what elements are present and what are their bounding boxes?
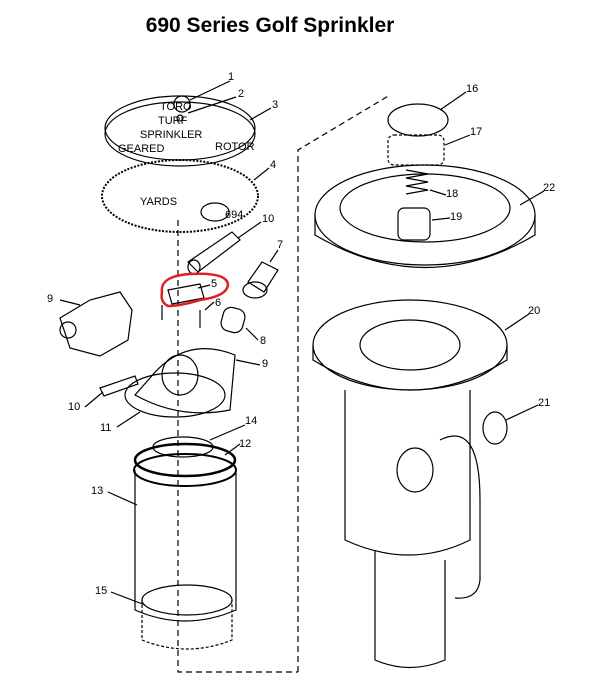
label-2: 2 bbox=[238, 88, 244, 100]
label-17: 17 bbox=[470, 126, 482, 138]
label-14: 14 bbox=[245, 415, 257, 427]
label-6: 6 bbox=[215, 297, 221, 309]
label-16: 16 bbox=[466, 83, 478, 95]
label-22: 22 bbox=[543, 182, 555, 194]
part-19-seal bbox=[397, 207, 431, 241]
label-4: 4 bbox=[270, 159, 276, 171]
diagram-title: 690 Series Golf Sprinkler bbox=[145, 14, 395, 37]
label-13: 13 bbox=[91, 485, 103, 497]
part-1-button bbox=[173, 95, 191, 113]
part-11-ring bbox=[124, 372, 226, 418]
label-7: 7 bbox=[277, 239, 283, 251]
disc-text-yards: YARDS bbox=[140, 196, 177, 208]
label-21: 21 bbox=[538, 397, 550, 409]
part-17-gear bbox=[387, 134, 445, 166]
dashed-guide-left bbox=[177, 220, 298, 673]
label-5: 5 bbox=[211, 278, 217, 290]
dashed-guide-right bbox=[297, 94, 391, 672]
disc-text-rotor: ROTOR bbox=[215, 141, 255, 153]
label-3: 3 bbox=[272, 99, 278, 111]
disc-text-sprinkler: SPRINKLER bbox=[140, 129, 202, 141]
label-10a: 10 bbox=[262, 213, 274, 225]
disc-text-694: 694 bbox=[225, 209, 243, 221]
disc-text-turf: TURF bbox=[158, 115, 188, 127]
part-21-wire bbox=[439, 435, 481, 599]
label-19: 19 bbox=[450, 211, 462, 223]
disc-text-geared: GEARED bbox=[118, 143, 165, 155]
part-9-valve-left bbox=[59, 291, 133, 357]
part-10-nozzle-upper bbox=[187, 231, 241, 273]
part-5-highlight bbox=[160, 272, 230, 308]
part-13-body bbox=[134, 470, 237, 622]
part-12-gear-top bbox=[133, 442, 237, 478]
label-20: 20 bbox=[528, 305, 540, 317]
label-8: 8 bbox=[260, 335, 266, 347]
label-15: 15 bbox=[95, 585, 107, 597]
disc-text-toro: TORO bbox=[160, 101, 192, 113]
part-5-clip bbox=[167, 283, 205, 305]
part-7-fitting bbox=[247, 261, 279, 293]
part-20-housing bbox=[312, 299, 508, 391]
part-16-snap-ring bbox=[387, 103, 449, 137]
part-4-gear-disc bbox=[101, 159, 259, 233]
label-11: 11 bbox=[100, 422, 111, 434]
label-18: 18 bbox=[446, 188, 458, 200]
label-9a: 9 bbox=[47, 293, 53, 305]
part-9-nozzle-housing bbox=[134, 348, 236, 414]
part-labels: 1 2 3 4 10 7 5 6 8 9 9 10 11 14 12 13 15… bbox=[47, 71, 555, 597]
label-1: 1 bbox=[228, 71, 234, 83]
label-9b: 9 bbox=[262, 358, 268, 370]
part-8-bushing bbox=[220, 306, 246, 334]
part-15-ring bbox=[141, 584, 233, 616]
part-22-flange bbox=[314, 164, 536, 266]
label-12: 12 bbox=[239, 438, 251, 450]
label-10b: 10 bbox=[68, 401, 80, 413]
part-10-nozzle-lower bbox=[99, 375, 139, 397]
